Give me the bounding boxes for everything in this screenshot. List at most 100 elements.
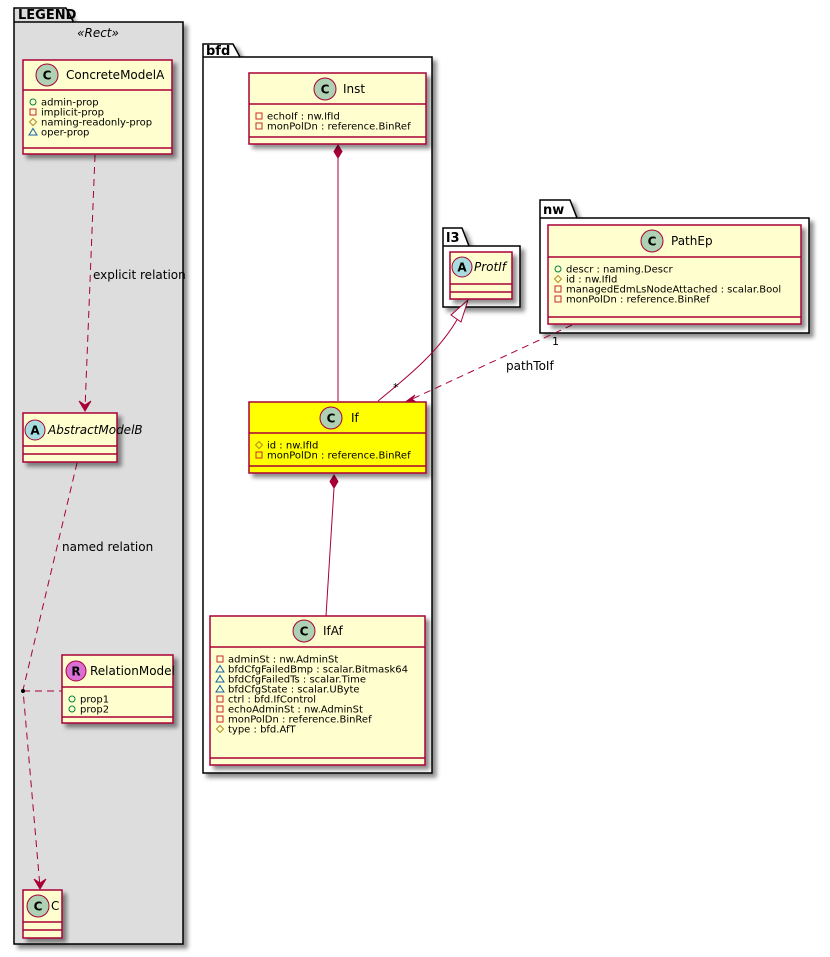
class-c-icon: C [319,406,343,430]
relation-if-ifaf [325,474,339,617]
attribute-row: echoAdminSt : nw.AdminSt [216,705,363,716]
svg-text:C: C [300,625,309,639]
relation-named-label: named relation [62,540,153,554]
relation-explicit-label: explicit relation [93,268,186,282]
diamond-icon [553,274,563,284]
class-r-icon: R [65,660,87,682]
class-name: IfAf [323,624,344,638]
triangle-icon [28,127,38,136]
triangle-icon [215,684,225,693]
triangle-icon [215,664,225,673]
attribute-text: prop1 [80,695,109,706]
square-icon [216,655,224,663]
attribute-row: monPolDn : reference.BinRef [554,295,710,306]
attribute-row: adminSt : nw.AdminSt [216,655,338,666]
attribute-row: prop2 [68,705,109,716]
attribute-row: prop1 [68,695,109,706]
class-name: ProtIf [474,260,508,274]
attribute-row: bfdCfgFailedBmp : scalar.Bitmask64 [215,664,408,676]
attribute-row: id : nw.IfId [553,274,617,286]
svg-text:C: C [43,69,52,83]
attribute-text: monPolDn : reference.BinRef [267,451,411,462]
attribute-text: id : nw.IfId [566,275,617,286]
attribute-row: id : nw.IfId [254,441,318,452]
attribute-row: bfdCfgFailedTs : scalar.Time [215,674,366,686]
square-icon [255,451,263,459]
square-icon [554,295,562,303]
class-a-icon: A [24,419,46,441]
class-abstractmodelb[interactable]: A AbstractModelB [22,412,143,463]
svg-text:C: C [321,83,330,97]
attribute-row: oper-prop [28,127,89,139]
attribute-text: oper-prop [41,128,89,139]
attribute-row: monPolDn : reference.BinRef [255,122,411,133]
class-name: RelationModel [90,664,175,678]
circle-icon [68,705,76,713]
attribute-text: descr : naming.Descr [566,265,673,276]
attribute-row: echoIf : nw.IfId [255,112,340,123]
diamond-icon [28,117,38,127]
class-name: ConcreteModelA [66,68,165,82]
square-icon [255,122,263,130]
arrow-head-icon [78,400,92,412]
class-c-icon: C [35,63,59,87]
svg-text:C: C [648,235,657,249]
relation-pathep-mult-from: 1 [552,335,559,348]
circle-icon [68,695,76,703]
attribute-row: bfdCfgState : scalar.UByte [215,684,360,696]
class-ifaf[interactable]: C IfAf adminSt : nw.AdminStbfdCfgFailedB… [209,615,426,766]
class-c[interactable]: C C [22,889,63,939]
attribute-text: bfdCfgFailedBmp : scalar.Bitmask64 [228,665,408,676]
attribute-row: naming-readonly-prop [28,117,152,129]
class-name: Inst [343,82,365,96]
square-icon [255,112,263,120]
square-icon [216,705,224,713]
square-icon [29,108,37,116]
class-c-icon: C [640,229,664,253]
attribute-text: echoAdminSt : nw.AdminSt [228,705,363,716]
relation-explicit [78,154,96,412]
class-name: C [51,899,59,913]
attribute-row: monPolDn : reference.BinRef [216,715,372,726]
class-concretemodela[interactable]: C ConcreteModelA admin-propimplicit-prop… [22,59,173,155]
circle-icon [554,265,562,273]
attribute-text: naming-readonly-prop [41,118,152,129]
relation-named [21,462,78,890]
package-bfd-title: bfd [206,44,230,59]
package-legend-title: LEGEND [18,8,77,23]
generalization-triangle-icon [450,298,470,323]
triangle-icon [215,674,225,683]
attribute-text: bfdCfgState : scalar.UByte [228,685,360,696]
package-legend-stereotype: «Rect» [77,26,119,40]
class-a-icon: A [451,256,473,278]
attribute-text: managedEdmLsNodeAttached : scalar.Bool [566,285,781,296]
attribute-row: implicit-prop [29,108,104,119]
attribute-row: admin-prop [29,98,99,109]
attribute-text: adminSt : nw.AdminSt [228,655,338,666]
class-name: PathEp [671,234,713,248]
attribute-text: monPolDn : reference.BinRef [267,122,411,133]
attribute-text: implicit-prop [41,108,104,119]
class-name: AbstractModelB [47,423,143,437]
relation-pathep-if-label: pathToIf [506,359,554,373]
composition-diamond-icon [333,144,343,159]
class-c-icon: C [292,619,316,643]
attribute-list: admin-propimplicit-propnaming-readonly-p… [28,98,152,139]
attribute-text: id : nw.IfId [267,441,318,452]
arrow-head-icon [33,878,47,890]
class-c-icon: C [26,894,50,918]
svg-text:C: C [34,900,43,914]
svg-text:C: C [327,412,336,426]
class-protif[interactable]: A ProtIf [449,251,513,300]
class-name: If [351,411,360,425]
attribute-text: monPolDn : reference.BinRef [566,295,710,306]
